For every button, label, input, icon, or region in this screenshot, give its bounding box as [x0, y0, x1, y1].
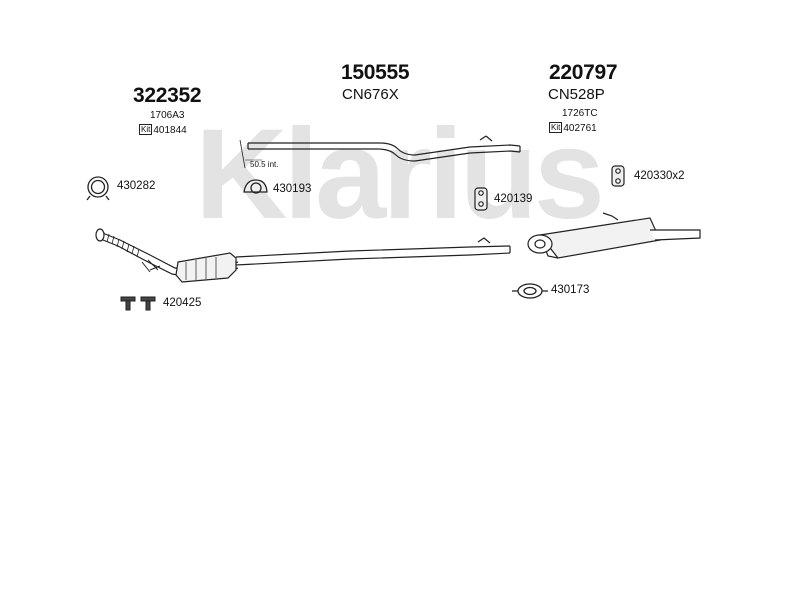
part-number-322352: 322352	[133, 84, 202, 107]
flex-section	[101, 231, 140, 258]
rear-silencer	[527, 212, 701, 259]
fitting-420330x2: 420330x2	[634, 170, 685, 182]
rubber-mount-icon	[474, 187, 488, 211]
kit-tag: Kit	[139, 124, 153, 135]
sub-code-1726tc: 1726TC	[562, 108, 598, 119]
code-cn528p: CN528P	[548, 86, 605, 103]
bolt-set-icon	[120, 296, 156, 311]
fitting-420425: 420425	[163, 297, 202, 309]
hanger-icon	[611, 165, 625, 187]
gasket-flange-icon	[512, 283, 548, 299]
watermark-logo: Klarius	[195, 103, 601, 246]
fitting-420139: 420139	[494, 193, 533, 205]
part-number-220797: 220797	[549, 61, 618, 84]
fitting-430282: 430282	[117, 180, 156, 192]
code-1706a3: 1706A3	[150, 110, 185, 121]
clamp-ring-icon	[86, 176, 110, 201]
kit-tag: Kit	[549, 122, 563, 133]
intermediate-pipe	[239, 135, 521, 169]
fitting-430173: 430173	[551, 284, 590, 296]
gasket-ring-icon	[243, 179, 268, 194]
kit-number: 401844	[153, 125, 187, 136]
kit-number: 402761	[563, 123, 597, 134]
fitting-430193: 430193	[273, 183, 312, 195]
code-cn676x: CN676X	[342, 86, 399, 103]
front-pipe-catalyst	[95, 228, 511, 283]
pipe-note: 50.5 int.	[250, 160, 279, 169]
part-number-150555: 150555	[341, 61, 410, 84]
